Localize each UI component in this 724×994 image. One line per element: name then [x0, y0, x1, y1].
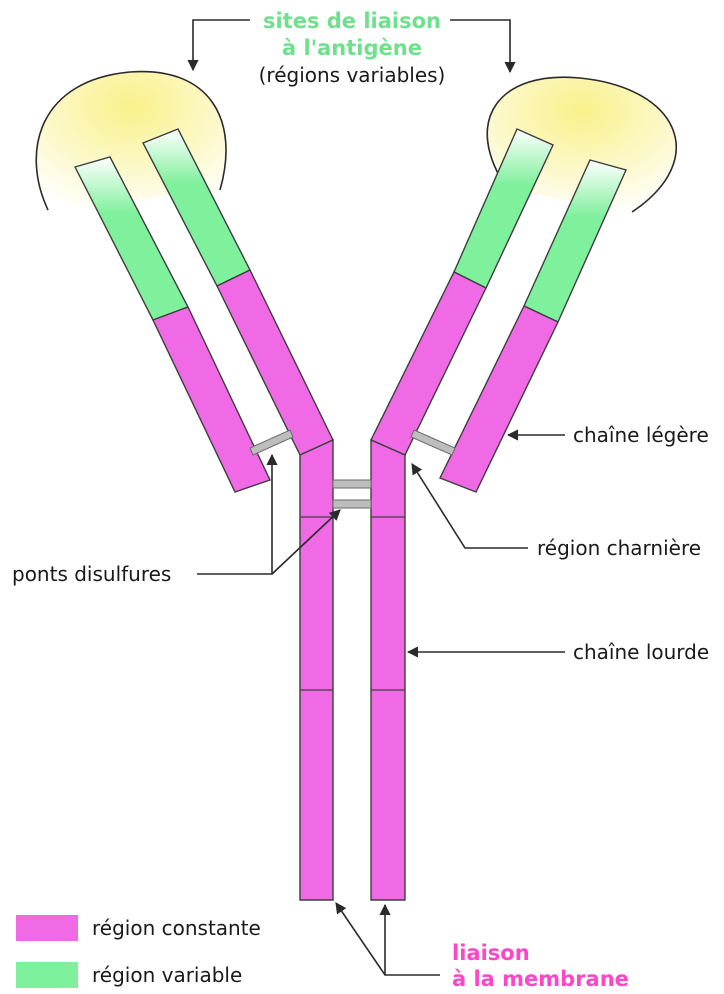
arrow-site-right	[450, 20, 510, 72]
label-heavy-chain: chaîne lourde	[573, 640, 709, 664]
label-hinge-region: région charnière	[537, 536, 701, 560]
label-membrane-line2: à la membrane	[452, 967, 629, 991]
label-membrane-line1: liaison	[452, 941, 530, 965]
legend-swatch-variable	[16, 962, 78, 988]
right-heavy-chain-stem	[371, 440, 405, 900]
label-disulfide-bridges: ponts disulfures	[12, 562, 171, 586]
legend-label-variable: région variable	[92, 963, 242, 987]
sites-subtitle: (régions variables)	[259, 63, 446, 87]
arrow-site-left	[193, 20, 250, 70]
arrow-membrane-1	[336, 903, 440, 975]
legend: région constante région variable	[16, 915, 261, 988]
sites-title-line1: sites de liaison	[263, 9, 441, 33]
legend-swatch-constant	[16, 915, 78, 941]
sites-title-line2: à l'antigène	[282, 36, 422, 60]
left-heavy-chain-stem	[300, 440, 333, 900]
legend-label-constant: région constante	[92, 916, 261, 940]
label-light-chain: chaîne légère	[573, 423, 709, 447]
disulfide-bridges	[250, 430, 455, 508]
